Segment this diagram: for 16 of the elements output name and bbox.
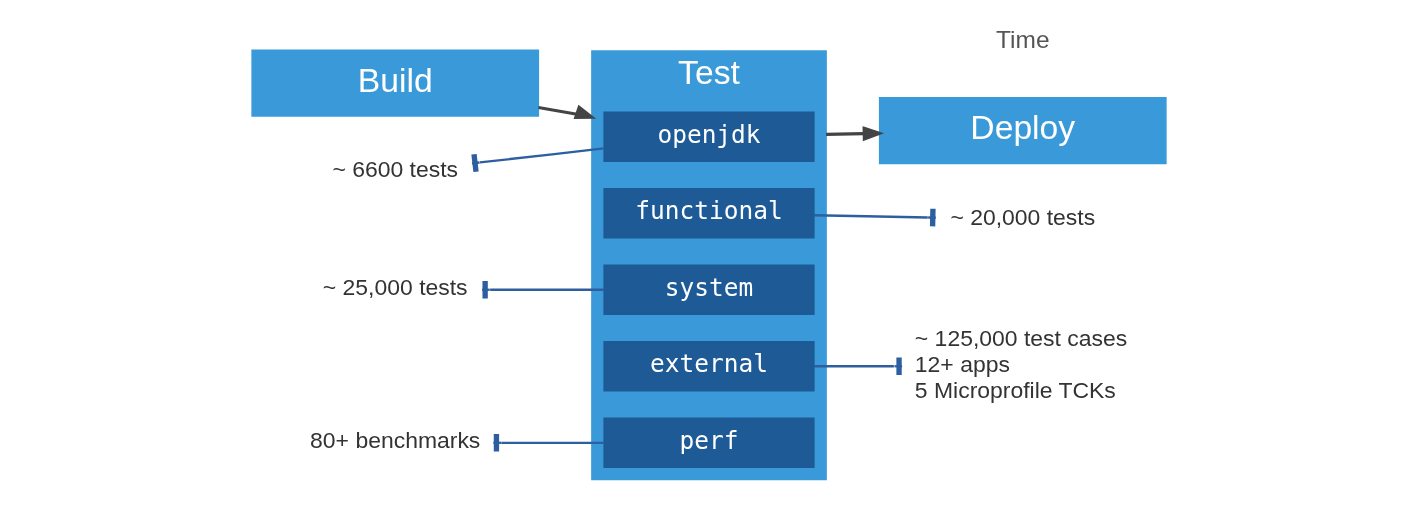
node-text: ~ 20,000 tests — [949, 203, 1095, 230]
label: Time — [995, 25, 1049, 53]
node-text: ~ 125,000 test cases 12+ apps 5 Microprofile TCKs — [914, 324, 1127, 403]
connector — [470, 147, 604, 173]
node-box: openjdk — [602, 111, 815, 162]
node-box: Deploy — [878, 96, 1167, 165]
node-box: external — [602, 341, 815, 392]
arrow — [825, 126, 884, 142]
node-text: ~ 25,000 tests — [322, 274, 468, 301]
arrow — [537, 104, 596, 120]
node-box: functional — [602, 187, 815, 239]
node-box: system — [602, 264, 815, 315]
node-text: 80+ benchmarks — [309, 427, 480, 454]
node-box: perf — [602, 417, 815, 469]
node-box: Build — [250, 49, 539, 117]
node-text: ~ 6600 tests — [331, 156, 458, 183]
